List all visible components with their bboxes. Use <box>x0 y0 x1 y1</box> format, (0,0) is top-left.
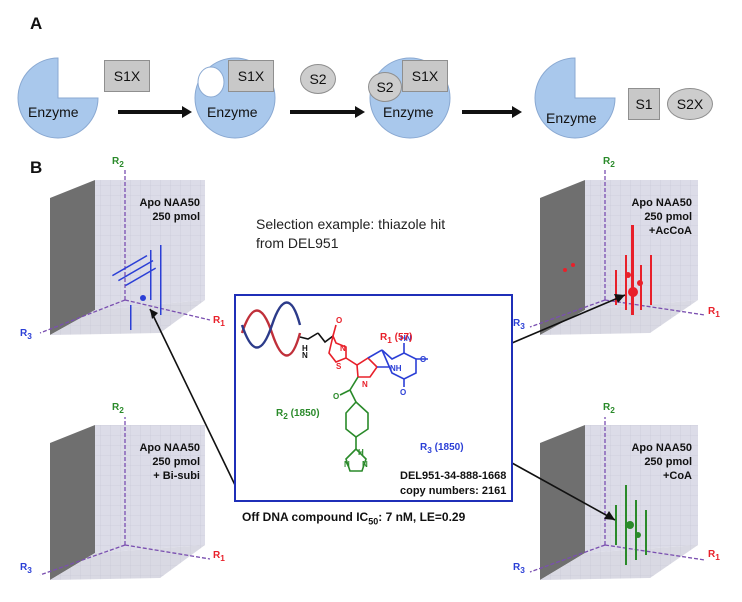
svg-text:O: O <box>400 388 406 397</box>
plot-title-bottom-left: Apo NAA50 250 pmol + Bi-subi <box>139 442 200 482</box>
plot-top-left <box>39 170 211 335</box>
s1x-box-2: S1X <box>228 60 274 92</box>
enzyme-label-1: Enzyme <box>28 104 79 120</box>
svg-text:S: S <box>336 362 342 371</box>
axis-r1-bottom-left: R1 <box>213 550 225 563</box>
axis-r1-bottom-right: R1 <box>708 549 720 562</box>
plot-top-right <box>529 170 706 335</box>
axis-r1-top-left: R1 <box>213 315 225 328</box>
arrow-to-top-right <box>511 294 626 344</box>
arrow-to-top-left <box>149 308 236 486</box>
compound-id: DEL951-34-888-1668 <box>400 470 507 482</box>
r2-count-label: R2 (1850) <box>276 408 320 421</box>
svg-text:O: O <box>420 355 426 364</box>
s2-circle-1: S2 <box>300 64 336 94</box>
compound-structure <box>299 324 428 472</box>
arrow-to-bottom-right <box>511 462 616 521</box>
ic50-caption: Off DNA compound IC50: 7 nM, LE=0.29 <box>242 510 466 527</box>
r1-count-label: R1 (57) <box>380 332 413 345</box>
plot-bottom-right <box>529 417 706 580</box>
axis-r2-top-right: R2 <box>603 156 615 169</box>
s2-circle-bound: S2 <box>368 72 402 102</box>
enzyme-label-2: Enzyme <box>207 104 258 120</box>
svg-text:O: O <box>336 316 342 325</box>
s1x-box-3: S1X <box>402 60 448 92</box>
enzyme-label-4: Enzyme <box>546 110 597 126</box>
axis-r3-bottom-left: R3 <box>20 562 32 575</box>
svg-text:H: H <box>358 448 364 457</box>
svg-text:N: N <box>362 380 368 389</box>
selection-description: Selection example: thiazole hit from DEL… <box>256 216 446 251</box>
axis-r1-top-right: R1 <box>708 306 720 319</box>
svg-text:H: H <box>302 344 308 353</box>
panel-a-label: A <box>30 14 43 33</box>
svg-text:O: O <box>333 392 339 401</box>
panel-b-graphics: H N O N S N NH HN O O O N N H <box>39 170 706 580</box>
plot-bottom-left <box>39 417 211 580</box>
axis-r2-bottom-right: R2 <box>603 402 615 415</box>
axis-r2-top-left: R2 <box>112 156 124 169</box>
s1-box: S1 <box>628 88 660 120</box>
enzyme-shape-4 <box>534 57 616 139</box>
plot-title-top-right: Apo NAA50 250 pmol +AcCoA <box>631 197 692 237</box>
plot-top-left-points <box>111 245 162 330</box>
axis-r3-bottom-right: R3 <box>513 562 525 575</box>
enzyme-label-3: Enzyme <box>383 104 434 120</box>
svg-text:HN: HN <box>400 334 412 343</box>
panel-b-label: B <box>30 158 43 177</box>
plot-top-right-points <box>563 225 652 315</box>
svg-text:N: N <box>302 351 308 360</box>
copy-numbers: copy numbers: 2161 <box>400 485 507 497</box>
atom-labels: H N O N S N NH HN O O O N N H <box>302 316 426 469</box>
svg-text:N: N <box>344 460 350 469</box>
plot-title-top-left: Apo NAA50 250 pmol <box>139 197 200 223</box>
plot-bottom-right-points <box>615 485 647 565</box>
r3-count-label: R3 (1850) <box>420 442 464 455</box>
s1x-box-1: S1X <box>104 60 150 92</box>
s2x-circle: S2X <box>667 88 713 120</box>
svg-text:NH: NH <box>390 364 402 373</box>
binding-pocket <box>197 66 225 98</box>
dna-helix-icon <box>240 301 302 357</box>
structure-frame <box>234 294 513 502</box>
plot-title-bottom-right: Apo NAA50 250 pmol +CoA <box>631 442 692 482</box>
axis-r2-bottom-left: R2 <box>112 402 124 415</box>
axis-r3-top-right: R3 <box>513 318 525 331</box>
enzyme-shape-1 <box>17 57 99 139</box>
svg-text:N: N <box>340 344 346 353</box>
axis-r3-top-left: R3 <box>20 328 32 341</box>
svg-text:N: N <box>362 460 368 469</box>
